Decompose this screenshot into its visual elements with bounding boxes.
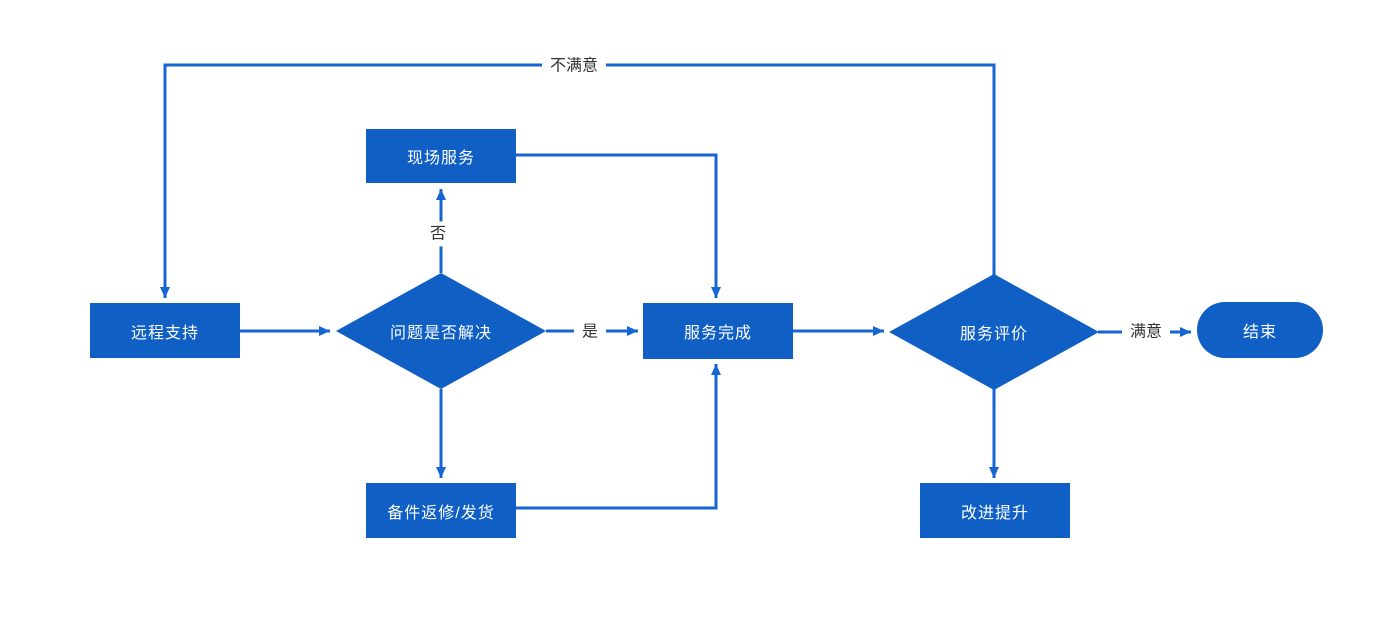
node-end: 结束 — [1197, 302, 1323, 358]
node-onsite-service: 现场服务 — [366, 129, 516, 183]
node-parts-repair: 备件返修/发货 — [366, 483, 516, 538]
node-end-label: 结束 — [1242, 324, 1277, 341]
edge-label-satisfied: 满意 — [1121, 319, 1171, 345]
node-service-evaluation-label: 服务评价 — [959, 326, 1028, 343]
edge-onsite-service-to-service-complete — [516, 153, 721, 298]
node-improvement: 改进提升 — [920, 483, 1070, 538]
edge-label-no: 否 — [421, 221, 455, 247]
node-problem-solved-label: 问题是否解决 — [389, 325, 492, 342]
edge-parts-repair-to-service-complete — [516, 364, 721, 510]
node-onsite-service-label: 现场服务 — [406, 150, 475, 167]
edge-label-unsatisfied: 不满意 — [541, 53, 607, 79]
node-service-complete: 服务完成 — [643, 303, 793, 359]
node-improvement-label: 改进提升 — [960, 504, 1029, 522]
node-parts-repair-label: 备件返修/发货 — [387, 504, 495, 522]
node-remote-support: 远程支持 — [90, 303, 240, 358]
node-remote-support-label: 远程支持 — [130, 324, 199, 342]
edge-label-yes: 是 — [573, 319, 607, 345]
node-service-complete-label: 服务完成 — [683, 325, 752, 342]
edge-service-evaluation-to-remote-support — [160, 63, 996, 298]
